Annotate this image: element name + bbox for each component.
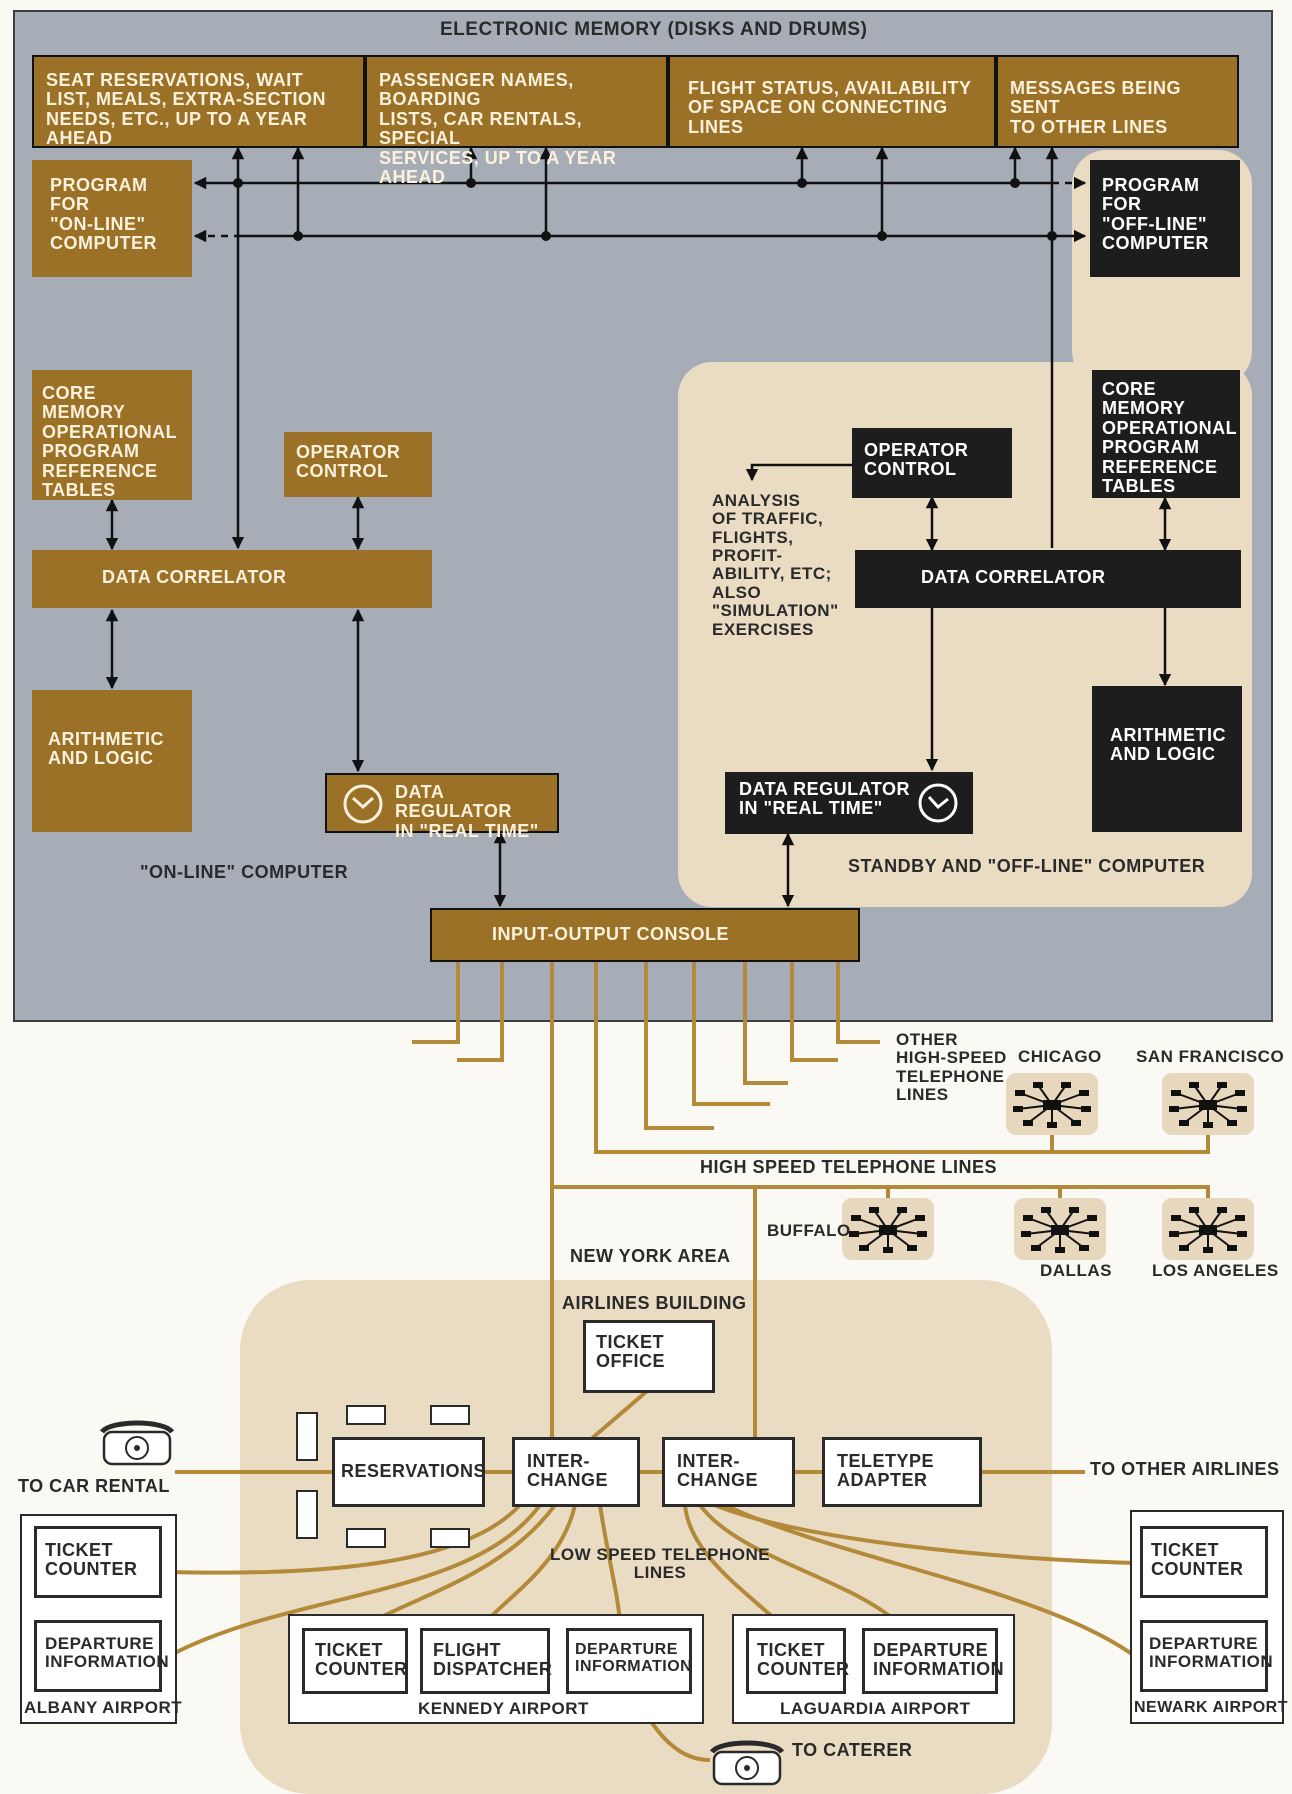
laguardia-airport-label: LAGUARDIA AIRPORT	[780, 1699, 971, 1718]
online-data-correlator-box: DATA CORRELATOR	[32, 550, 432, 608]
trunk-6	[692, 962, 770, 1106]
memory-cell-flight-status: FLIGHT STATUS, AVAILABILITY OF SPACE ON …	[668, 55, 996, 148]
trunk-9	[836, 962, 880, 1044]
kennedy-departure-info-box: DEPARTURE INFORMATION	[566, 1628, 692, 1694]
telephone-icon	[710, 1740, 785, 1786]
trunk-7	[743, 962, 788, 1085]
offline-data-regulator-label: DATA REGULATOR IN "REAL TIME"	[739, 779, 910, 819]
offline-analysis-text: ANALYSIS OF TRAFFIC, FLIGHTS, PROFIT- AB…	[712, 491, 839, 639]
low-9	[724, 1503, 1142, 1662]
dallas-hub-icon	[1014, 1198, 1106, 1260]
telephone-icon	[100, 1420, 175, 1466]
online-data-regulator-label: DATA REGULATOR IN "REAL TIME"	[395, 782, 539, 841]
albany-departure-info-box: DEPARTURE INFORMATION	[34, 1620, 169, 1692]
offline-operator-control-box: OPERATOR CONTROL	[852, 428, 1012, 498]
interchange-2-box: INTER- CHANGE	[662, 1437, 795, 1507]
to-caterer-label: TO CATERER	[792, 1740, 913, 1760]
online-core-memory-box: CORE MEMORY OPERATIONAL PROGRAM REFERENC…	[32, 370, 192, 500]
reservations-box: RESERVATIONS	[332, 1437, 486, 1507]
offline-data-correlator-box: DATA CORRELATOR	[855, 550, 1241, 608]
trunk-8	[790, 962, 838, 1062]
io-console-box: INPUT-OUTPUT CONSOLE	[430, 908, 860, 962]
junction-dots	[233, 178, 1057, 241]
online-operator-control-box: OPERATOR CONTROL	[284, 432, 432, 497]
desk-chair-top-1	[346, 1405, 386, 1425]
airlines-building-label: AIRLINES BUILDING	[562, 1293, 747, 1313]
interchange-1-box: INTER- CHANGE	[512, 1437, 640, 1507]
offline-arithmetic-box: ARITHMETIC AND LOGIC	[1092, 686, 1242, 832]
kennedy-ticket-counter-box: TICKET COUNTER	[302, 1628, 408, 1694]
trunk-4	[594, 962, 1210, 1154]
desk-chair-left-top	[296, 1412, 318, 1461]
opctl-to-analysis	[745, 463, 852, 482]
desk-chair-bottom-2	[430, 1528, 470, 1548]
city-buffalo-label: BUFFALO	[767, 1221, 851, 1240]
low-speed-label: LOW SPEED TELEPHONE LINES	[550, 1545, 771, 1583]
memory-cell-passengers: PASSENGER NAMES, BOARDING LISTS, CAR REN…	[365, 55, 668, 187]
online-program-box: PROGRAM FOR "ON-LINE" COMPUTER	[32, 160, 192, 277]
to-other-airlines-label: TO OTHER AIRLINES	[1090, 1459, 1280, 1479]
offline-caption: STANDBY AND "OFF-LINE" COMPUTER	[848, 856, 1206, 876]
other-lines-label: OTHER HIGH-SPEED TELEPHONE LINES	[896, 1030, 1007, 1105]
high-speed-label: HIGH SPEED TELEPHONE LINES	[700, 1157, 998, 1177]
city-dallas-label: DALLAS	[1040, 1261, 1112, 1280]
to-car-rental-label: TO CAR RENTAL	[18, 1476, 170, 1496]
offline-data-regulator-box: DATA REGULATOR IN "REAL TIME"	[725, 772, 973, 834]
offline-program-box: PROGRAM FOR "OFF-LINE" COMPUTER	[1090, 160, 1240, 277]
city-los-angeles-label: LOS ANGELES	[1152, 1261, 1279, 1280]
laguardia-ticket-counter-box: TICKET COUNTER	[746, 1628, 849, 1694]
kennedy-flight-dispatcher-box: FLIGHT DISPATCHER	[420, 1628, 552, 1694]
albany-airport-label: ALBANY AIRPORT	[24, 1698, 183, 1717]
bus-lines	[105, 146, 1172, 908]
city-hubs	[842, 1073, 1254, 1260]
caterer-line	[648, 1718, 711, 1762]
new-york-area-label: NEW YORK AREA	[570, 1246, 731, 1266]
newark-departure-info-box: DEPARTURE INFORMATION	[1140, 1620, 1273, 1692]
ticket-office-box: TICKET OFFICE	[583, 1320, 715, 1393]
low-1	[164, 1503, 522, 1575]
kennedy-airport-label: KENNEDY AIRPORT	[418, 1699, 589, 1718]
laguardia-departure-info-box: DEPARTURE INFORMATION	[862, 1628, 1004, 1694]
los-angeles-hub-icon	[1162, 1198, 1254, 1260]
low-2	[164, 1503, 542, 1660]
memory-cell-reservations: SEAT RESERVATIONS, WAIT LIST, MEALS, EXT…	[32, 55, 365, 148]
city-san-francisco-label: SAN FRANCISCO	[1136, 1047, 1285, 1066]
desk-chair-top-2	[430, 1405, 470, 1425]
clock-icon	[918, 783, 958, 823]
chicago-hub-icon	[1006, 1073, 1098, 1135]
newark-airport-label: NEWARK AIRPORT	[1134, 1699, 1288, 1716]
desk-chair-left-bottom	[296, 1490, 318, 1539]
trunk-5	[644, 962, 714, 1130]
low-8	[714, 1503, 1141, 1565]
trunk-2	[457, 962, 504, 1062]
online-caption: "ON-LINE" COMPUTER	[140, 862, 349, 882]
trunk-1	[412, 962, 460, 1044]
online-arithmetic-box: ARITHMETIC AND LOGIC	[32, 690, 192, 832]
online-data-regulator-box: DATA REGULATOR IN "REAL TIME"	[325, 773, 559, 841]
albany-ticket-counter-box: TICKET COUNTER	[34, 1526, 162, 1598]
memory-title: ELECTRONIC MEMORY (DISKS AND DRUMS)	[440, 19, 868, 40]
clock-icon	[343, 784, 383, 824]
buffalo-hub-icon	[842, 1198, 934, 1260]
memory-cell-messages: MESSAGES BEING SENT TO OTHER LINES	[996, 55, 1239, 148]
san-francisco-hub-icon	[1162, 1073, 1254, 1135]
offline-core-memory-box: CORE MEMORY OPERATIONAL PROGRAM REFERENC…	[1092, 370, 1240, 498]
low-7	[698, 1503, 907, 1632]
teletype-adapter-box: TELETYPE ADAPTER	[822, 1437, 982, 1507]
city-chicago-label: CHICAGO	[1018, 1047, 1102, 1066]
newark-ticket-counter-box: TICKET COUNTER	[1140, 1526, 1268, 1598]
desk-chair-bottom-1	[346, 1528, 386, 1548]
